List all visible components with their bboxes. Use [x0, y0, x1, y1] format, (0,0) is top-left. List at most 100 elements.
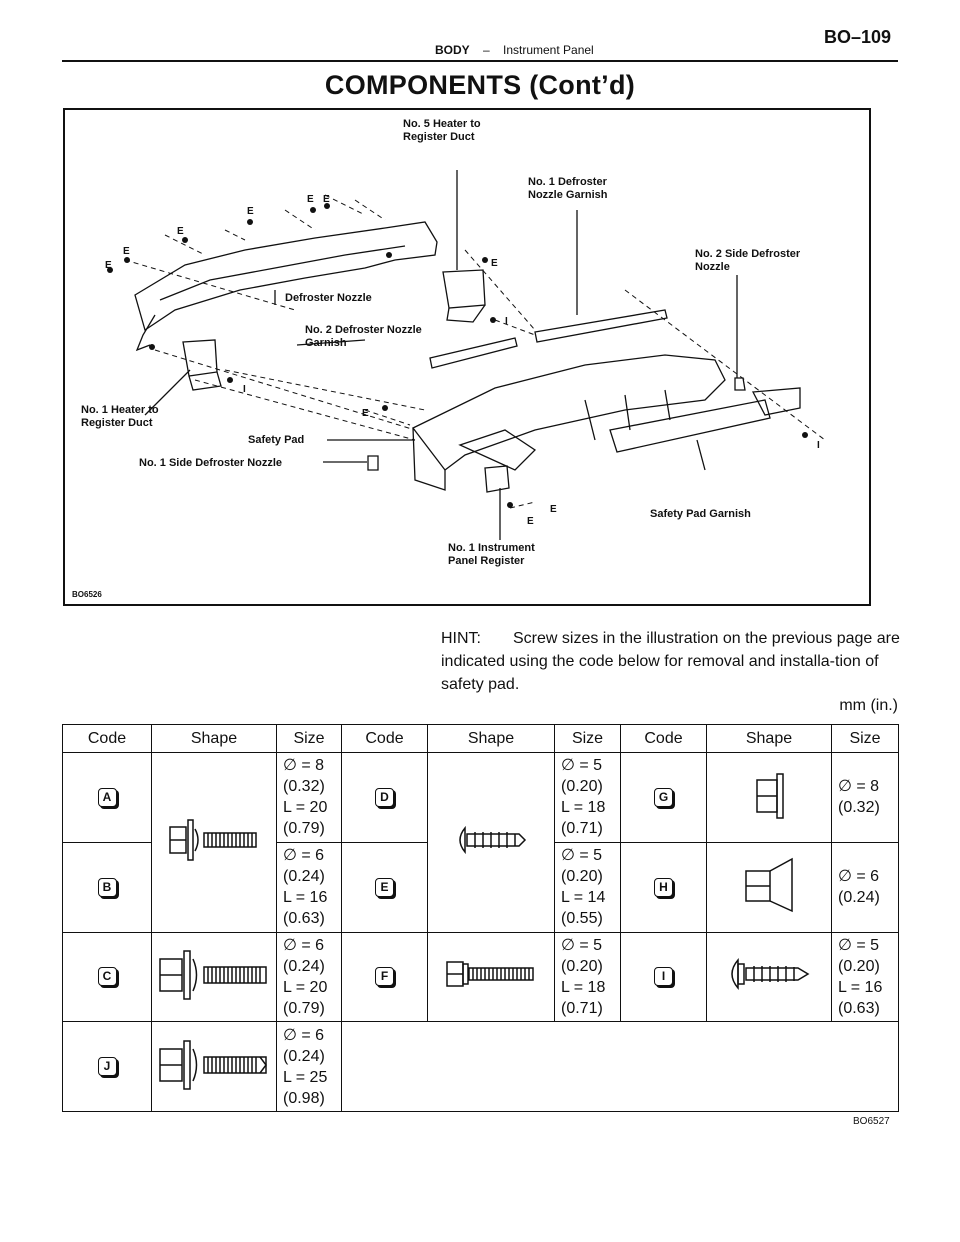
- size-cell: ∅ = 6(0.24)L = 20(0.79): [276, 931, 342, 1023]
- label-defroster-garnish-2: No. 2 Defroster Nozzle Garnish: [305, 324, 422, 349]
- illustration-drawing: E E E E E E E E E E I I I: [105, 170, 826, 540]
- svg-text:E: E: [491, 258, 498, 269]
- svg-text:I: I: [817, 440, 820, 451]
- nut-icon: [756, 773, 784, 819]
- tapping-screw-icon: [459, 825, 527, 854]
- table-row: A ∅ = 8(0.32)L = 20(0.79) D: [62, 752, 899, 933]
- shape-cell: [706, 752, 832, 843]
- label-instrument-panel-register: No. 1 Instrument Panel Register: [448, 542, 535, 567]
- header-rule: [62, 60, 898, 62]
- shape-cell: [151, 1021, 277, 1112]
- label-heater-duct-1: No. 1 Heater to Register Duct: [81, 404, 159, 429]
- code-cell: J: [62, 1021, 152, 1112]
- code-cell: I: [620, 931, 707, 1023]
- svg-text:I: I: [243, 384, 246, 395]
- size-cell: ∅ = 6(0.24): [831, 841, 899, 933]
- code-badge: H: [654, 877, 673, 897]
- size-cell: ∅ = 5(0.20)L = 14(0.55): [554, 841, 621, 933]
- code-badge: G: [654, 787, 673, 807]
- code-cell: C: [62, 931, 152, 1023]
- header-code: Code: [620, 724, 707, 753]
- size-cell: ∅ = 5(0.20)L = 18(0.71): [554, 752, 621, 843]
- page-number: BO–109: [824, 27, 892, 47]
- shape-cell: [151, 752, 277, 933]
- size-cell: ∅ = 5(0.20)L = 18(0.71): [554, 931, 621, 1023]
- label-defroster-garnish-1: No. 1 Defroster Nozzle Garnish: [528, 176, 608, 201]
- shape-cell: [151, 931, 277, 1023]
- shape-cell: [706, 931, 832, 1023]
- table-row: B ∅ = 6(0.24)L = 16(0.63) E ∅ = 5(0.20)L…: [62, 841, 899, 933]
- shape-cell: [427, 752, 555, 933]
- code-badge: B: [97, 877, 117, 897]
- label-defroster-nozzle: Defroster Nozzle: [285, 292, 372, 304]
- screw-size-table: Code Shape Size Code Shape Size Code Sha…: [62, 724, 899, 1112]
- svg-text:E: E: [123, 246, 130, 257]
- label-heater-duct-5: No. 5 Heater to Register Duct: [403, 118, 481, 143]
- shape-cell: [706, 841, 832, 933]
- flange-nut-icon: [745, 857, 793, 912]
- code-cell: D: [341, 752, 428, 843]
- code-badge: A: [97, 787, 117, 807]
- table-row: J ∅ = 6(0.24)L = 25(0.98): [62, 1021, 899, 1112]
- code-badge: J: [97, 1057, 117, 1077]
- hint-text: Screw sizes in the illustration on the p…: [441, 630, 900, 693]
- size-cell: ∅ = 6(0.24)L = 16(0.63): [276, 841, 342, 933]
- svg-text:E: E: [550, 504, 557, 515]
- svg-text:E: E: [527, 516, 534, 527]
- code-badge: F: [375, 967, 394, 987]
- label-side-defroster-2: No. 2 Side Defroster Nozzle: [695, 248, 801, 273]
- table-row: C ∅ = 6(0.24)L = 20(0.79) F: [62, 931, 899, 1023]
- hint-paragraph: HINT:Screw sizes in the illustration on …: [441, 627, 901, 696]
- code-badge: D: [375, 787, 394, 807]
- header-code: Code: [62, 724, 152, 753]
- code-cell: G: [620, 752, 707, 843]
- svg-text:E: E: [307, 194, 314, 205]
- code-cell: A: [62, 752, 152, 843]
- header-shape: Shape: [427, 724, 555, 753]
- label-safety-pad: Safety Pad: [248, 434, 305, 446]
- code-cell: H: [620, 841, 707, 933]
- header-subsection: Instrument Panel: [503, 43, 594, 57]
- svg-text:E: E: [323, 194, 330, 205]
- callout-e-markers: E E E E E E E E E E: [105, 194, 557, 527]
- header-size: Size: [554, 724, 621, 753]
- header-section: BODY: [435, 43, 470, 57]
- empty-cell: [341, 1021, 899, 1112]
- hex-bolt-icon: [446, 961, 534, 988]
- label-side-defroster-1: No. 1 Side Defroster Nozzle: [139, 457, 283, 469]
- svg-text:E: E: [105, 260, 112, 271]
- label-safety-pad-garnish: Safety Pad Garnish: [650, 508, 751, 520]
- header-size: Size: [276, 724, 342, 753]
- table-header-row: Code Shape Size Code Shape Size Code Sha…: [62, 724, 899, 753]
- svg-text:E: E: [362, 408, 369, 419]
- svg-text:E: E: [247, 206, 254, 217]
- code-badge: I: [654, 967, 673, 987]
- header-code: Code: [341, 724, 428, 753]
- shape-cell: [427, 931, 555, 1023]
- size-cell: ∅ = 5(0.20)L = 16(0.63): [831, 931, 899, 1023]
- components-illustration: E E E E E E E E E E I I I No. 5 Heater t…: [63, 108, 871, 606]
- svg-text:E: E: [177, 226, 184, 237]
- long-washer-bolt-icon: [159, 1040, 267, 1090]
- hint-label: HINT:: [441, 630, 481, 647]
- size-cell: ∅ = 6(0.24)L = 25(0.98): [276, 1021, 342, 1112]
- size-cell: ∅ = 8(0.32)L = 20(0.79): [276, 752, 342, 843]
- callout-i-markers: I I I: [243, 316, 820, 451]
- code-cell: E: [341, 841, 428, 933]
- page-title: COMPONENTS (Cont’d): [324, 70, 636, 100]
- header-dash: –: [483, 43, 490, 57]
- svg-text:I: I: [505, 316, 508, 327]
- size-cell: ∅ = 8(0.32): [831, 752, 899, 843]
- figure-code: BO6526: [72, 590, 102, 599]
- code-cell: B: [62, 841, 152, 933]
- flange-bolt-icon: [169, 819, 257, 861]
- header-shape: Shape: [151, 724, 277, 753]
- tapping-screw-with-washer-icon: [731, 958, 810, 991]
- washer-bolt-icon: [159, 950, 267, 1001]
- header-size: Size: [831, 724, 899, 753]
- header-shape: Shape: [706, 724, 832, 753]
- code-badge: E: [375, 877, 394, 897]
- units-label: mm (in.): [839, 697, 898, 714]
- code-badge: C: [97, 967, 117, 987]
- code-cell: F: [341, 931, 428, 1023]
